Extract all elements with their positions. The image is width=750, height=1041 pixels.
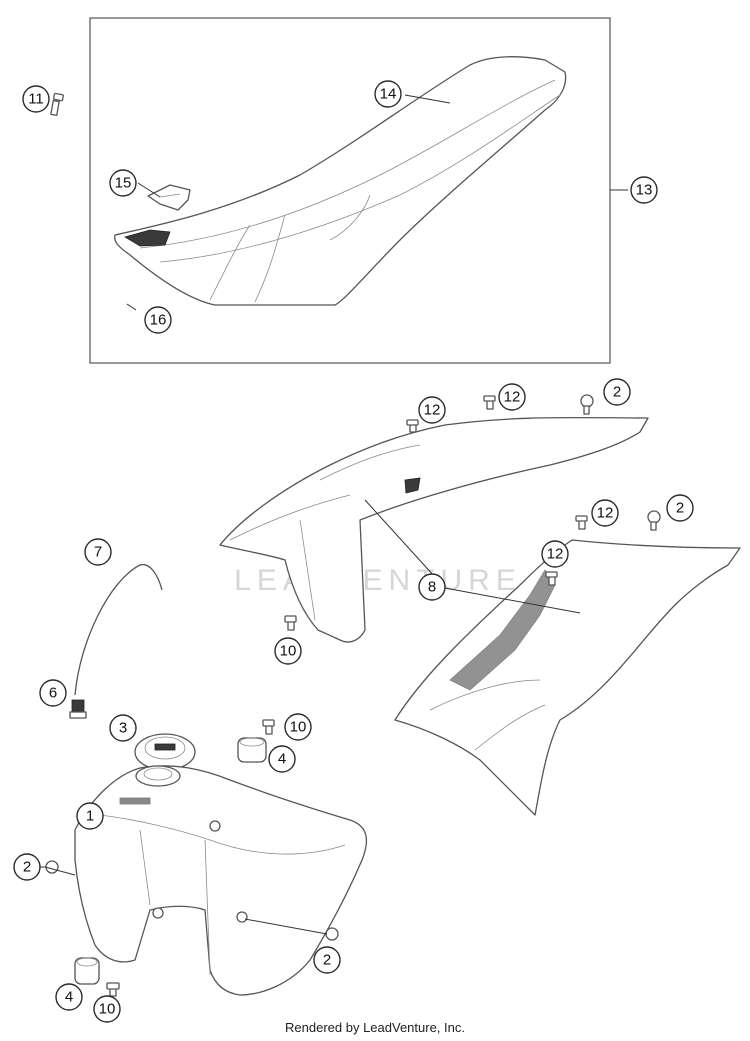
callout-2-d: 2: [313, 946, 341, 974]
callout-10-b: 10: [284, 713, 312, 741]
svg-text:10: 10: [290, 719, 307, 736]
svg-text:15: 15: [115, 175, 132, 192]
fuel-tank-part[interactable]: [74, 765, 368, 996]
callout-16: 16: [144, 306, 172, 334]
svg-text:13: 13: [636, 182, 653, 199]
screw-2-a-part[interactable]: [580, 394, 594, 415]
callout-12-c: 12: [591, 499, 619, 527]
svg-text:10: 10: [280, 643, 297, 660]
callout-14: 14: [374, 80, 402, 108]
screw-12-a-part[interactable]: [406, 419, 419, 433]
callout-12-b: 12: [498, 383, 526, 411]
seat-latch-part[interactable]: [147, 184, 191, 211]
svg-text:12: 12: [597, 505, 614, 522]
callout-15: 15: [109, 169, 137, 197]
svg-text:1: 1: [86, 808, 94, 825]
screw-12-b-part[interactable]: [483, 395, 496, 410]
seat-part[interactable]: [114, 56, 567, 306]
upper-shroud-part[interactable]: [219, 416, 649, 643]
svg-text:2: 2: [676, 500, 684, 517]
svg-text:6: 6: [49, 685, 57, 702]
svg-text:8: 8: [428, 579, 436, 596]
bushing-lower-part[interactable]: [74, 957, 100, 985]
svg-text:2: 2: [323, 952, 331, 969]
svg-text:12: 12: [504, 389, 521, 406]
callout-11: 11: [22, 85, 50, 113]
callout-4-b: 4: [55, 983, 83, 1011]
screw-12-d-part[interactable]: [545, 571, 558, 586]
pin-part[interactable]: [126, 303, 137, 311]
bushing-upper-part[interactable]: [237, 737, 267, 763]
watermark: LEADVENTURE: [234, 564, 522, 597]
svg-text:16: 16: [150, 312, 167, 329]
callout-7: 7: [84, 538, 112, 566]
svg-text:4: 4: [278, 751, 286, 768]
svg-text:14: 14: [380, 86, 397, 103]
svg-text:7: 7: [94, 544, 102, 561]
svg-text:10: 10: [99, 1001, 116, 1018]
screw-10-lower-part[interactable]: [106, 982, 120, 997]
callout-6: 6: [39, 679, 67, 707]
callout-3: 3: [109, 714, 137, 742]
callout-2-b: 2: [666, 494, 694, 522]
callout-4-a: 4: [268, 745, 296, 773]
svg-text:3: 3: [119, 720, 127, 737]
svg-text:11: 11: [28, 91, 44, 108]
screw-2-c-part[interactable]: [45, 860, 59, 874]
fuel-hose-part[interactable]: [74, 563, 163, 696]
screw-2-b-part[interactable]: [647, 510, 661, 531]
svg-text:2: 2: [23, 859, 31, 876]
callout-1: 1: [76, 802, 104, 830]
screw-12-c-part[interactable]: [575, 515, 588, 530]
footer-credit: Rendered by LeadVenture, Inc.: [285, 1020, 465, 1035]
callout-10-c: 10: [93, 995, 121, 1023]
svg-text:2: 2: [613, 384, 621, 401]
fuel-cap-part[interactable]: [134, 733, 196, 771]
callout-12-d: 12: [541, 540, 569, 568]
svg-text:4: 4: [65, 989, 73, 1006]
fuel-valve-part[interactable]: [69, 699, 87, 719]
seat-bolt-part[interactable]: [50, 92, 64, 117]
callout-8: 8: [418, 573, 446, 601]
callout-10-a: 10: [274, 637, 302, 665]
callout-13: 13: [630, 176, 658, 204]
callout-12-a: 12: [418, 396, 446, 424]
svg-text:12: 12: [547, 546, 564, 563]
screw-10-shroud-part[interactable]: [284, 615, 297, 631]
callout-2-a: 2: [603, 378, 631, 406]
svg-text:12: 12: [424, 402, 441, 419]
callout-2-c: 2: [13, 853, 41, 881]
screw-10-upper-part[interactable]: [262, 719, 275, 735]
